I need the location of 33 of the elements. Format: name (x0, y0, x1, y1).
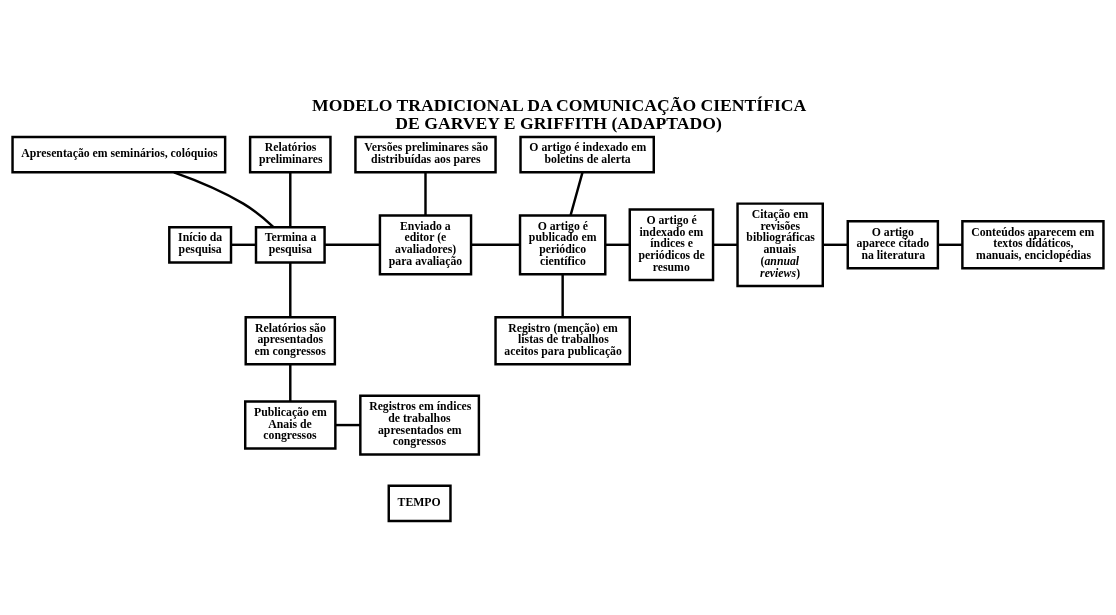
diagram-title: MODELO TRADICIONAL DA COMUNICAÇÃO CIENTÍFICA DE GARVEY E GRIFFITH (ADAPTADO) (312, 94, 807, 133)
connector (324, 243, 380, 247)
connector (231, 243, 256, 247)
node-box: Início da pesquisa (168, 225, 233, 264)
connector (822, 243, 848, 247)
node-box: Apresentação em seminários, colóquios (11, 135, 227, 174)
connector (289, 364, 292, 402)
node-box: Registro (menção) em listas de trabalhos aceitos para publicação (494, 316, 631, 366)
node-box: Publicação em Anais de congressos (244, 400, 337, 450)
connector (424, 172, 427, 216)
connector (289, 262, 292, 318)
node-box: Relatórios são apresentados em congressos (244, 316, 337, 366)
node-box: Conteúdos aparecem em textos didáticos, manuais, enciclopédias (961, 220, 1105, 270)
connector (605, 243, 630, 247)
connector (471, 243, 520, 247)
node-box: Relatórios preliminares (248, 135, 332, 174)
node-box: Registros em índices de trabalhos apresentados em congressos (359, 394, 481, 456)
node-box: Enviado a editor (e avaliadores) para avaliação (378, 214, 473, 276)
node-box: Versões preliminares são distribuídas aos pares (354, 135, 497, 174)
node-box: O artigo é publicado em periódico científico (518, 214, 607, 276)
connector (289, 172, 292, 227)
node-box: Citação em revisões bibliográficas anuais (annual reviews) (736, 202, 824, 288)
node-box: O artigo é indexado em boletins de alerta (519, 135, 655, 174)
connector (937, 243, 963, 247)
connector (173, 171, 275, 228)
connector (713, 243, 738, 247)
node-box: O artigo aparece citado na literatura (846, 220, 940, 270)
connector (335, 423, 361, 427)
node-box: TEMPO (387, 484, 452, 523)
connector (569, 172, 584, 216)
node-box: Termina a pesquisa (254, 225, 326, 264)
connector (561, 274, 564, 318)
node-box: O artigo é indexado em índices e periódicos de resumo (628, 208, 715, 282)
